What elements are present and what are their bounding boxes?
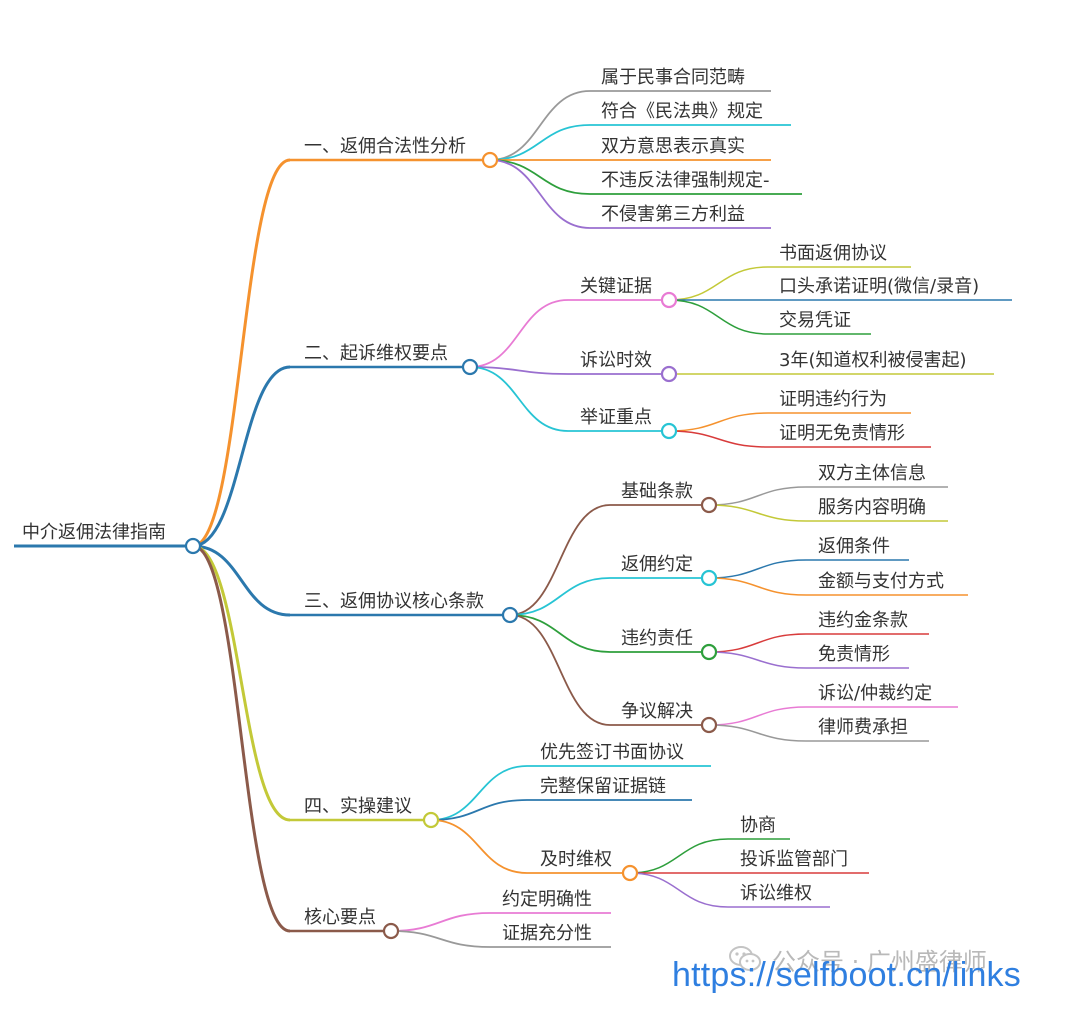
leaf-label: 书面返佣协议 <box>779 243 887 264</box>
leaf-connector <box>708 633 807 653</box>
subtopic-collapse-toggle[interactable] <box>700 643 718 661</box>
subtopic-connector <box>489 90 591 161</box>
root-node-label: 中介返佣法律指南 <box>22 522 166 543</box>
leaf-label: 口头承诺证明(微信/录音) <box>779 276 979 297</box>
leaf-connector <box>708 577 807 596</box>
leaf-label: 诉讼/仲裁约定 <box>818 683 932 704</box>
leaf-label: 符合《民法典》规定 <box>601 101 763 122</box>
leaf-connector <box>629 838 729 874</box>
subtopic-connector <box>469 366 569 432</box>
subtopic-collapse-toggle[interactable] <box>660 291 678 309</box>
subtopic-collapse-toggle[interactable] <box>660 365 678 383</box>
branch-collapse-toggle[interactable] <box>501 606 519 624</box>
subtopic-label: 诉讼时效 <box>580 350 652 371</box>
leaf-connector <box>708 724 807 742</box>
mind-map-nodes: 中介返佣法律指南 一、返佣合法性分析 属于民事合同范畴符合《民法典》规定双方意思表示… <box>22 67 979 944</box>
leaf-label: 完整保留证据链 <box>540 776 666 797</box>
watermark-text: 公众号 · 广州盛律师 <box>772 947 987 976</box>
leaf-label: 双方主体信息 <box>818 463 926 484</box>
subtopic-connector <box>509 614 611 726</box>
branch-label: 三、返佣协议核心条款 <box>304 591 484 612</box>
subtopic-collapse-toggle[interactable] <box>700 716 718 734</box>
leaf-label: 金额与支付方式 <box>818 571 944 592</box>
leaf-connector <box>629 872 729 908</box>
subtopic-label: 举证重点 <box>580 407 652 428</box>
leaf-connector <box>708 559 807 579</box>
leaf-label: 证据充分性 <box>502 923 592 944</box>
branch-collapse-toggle[interactable] <box>422 811 440 829</box>
subtopic-collapse-toggle[interactable] <box>621 864 639 882</box>
branch-collapse-toggle[interactable] <box>461 358 479 376</box>
subtopic-connector <box>390 912 491 932</box>
subtopic-connector <box>390 930 491 948</box>
leaf-label: 证明违约行为 <box>779 389 887 410</box>
subtopic-label: 争议解决 <box>621 701 693 722</box>
source-url: https://selfboot.cn/links <box>672 956 1021 994</box>
subtopic-collapse-toggle[interactable] <box>700 496 718 514</box>
branch-connector <box>192 365 291 548</box>
leaf-connector <box>668 430 769 448</box>
subtopic-connector <box>430 765 528 821</box>
leaf-label: 优先签订书面协议 <box>540 742 684 763</box>
leaf-label: 不侵害第三方利益 <box>601 204 745 225</box>
leaf-connector <box>668 412 769 432</box>
subtopic-connector <box>469 299 569 368</box>
leaf-label: 律师费承担 <box>818 717 908 738</box>
branch-label: 四、实操建议 <box>304 796 412 817</box>
leaf-connector <box>708 486 807 506</box>
mind-map-edges <box>14 90 1012 948</box>
branch-label: 核心要点 <box>304 907 376 928</box>
leaf-connector <box>668 299 769 335</box>
leaf-label: 3年(知道权利被侵害起) <box>779 350 967 371</box>
branch-connector <box>192 158 291 548</box>
subtopic-connector <box>509 504 611 616</box>
subtopic-label: 关键证据 <box>580 276 652 297</box>
root-collapse-toggle[interactable] <box>184 537 202 555</box>
wechat-icon <box>728 944 762 974</box>
branch-collapse-toggle[interactable] <box>382 922 400 940</box>
leaf-connector <box>708 651 807 669</box>
leaf-label: 约定明确性 <box>502 889 592 910</box>
leaf-label: 免责情形 <box>818 644 890 665</box>
subtopic-connector <box>509 614 611 653</box>
leaf-label: 返佣条件 <box>818 536 890 557</box>
subtopic-connector <box>489 159 591 229</box>
leaf-label: 投诉监管部门 <box>740 849 848 870</box>
branch-label: 一、返佣合法性分析 <box>304 136 466 157</box>
subtopic-collapse-toggle[interactable] <box>700 569 718 587</box>
subtopic-label: 返佣约定 <box>621 554 693 575</box>
subtopic-connector <box>489 159 591 195</box>
leaf-label: 属于民事合同范畴 <box>601 67 745 88</box>
subtopic-connector <box>509 577 611 616</box>
leaf-label: 交易凭证 <box>779 310 851 331</box>
subtopic-connector <box>430 819 528 874</box>
subtopic-collapse-toggle[interactable] <box>660 422 678 440</box>
leaf-label: 服务内容明确 <box>818 497 926 518</box>
leaf-label: 违约金条款 <box>818 610 908 631</box>
leaf-label: 诉讼维权 <box>740 883 812 904</box>
subtopic-connector <box>430 799 528 821</box>
branch-label: 二、起诉维权要点 <box>304 343 448 364</box>
leaf-label: 协商 <box>740 815 776 836</box>
watermark: 公众号 · 广州盛律师 <box>728 944 987 976</box>
branch-collapse-toggle[interactable] <box>481 151 499 169</box>
subtopic-connector <box>489 124 591 161</box>
subtopic-label: 及时维权 <box>540 849 612 870</box>
subtopic-label: 违约责任 <box>621 628 693 649</box>
branch-connector <box>192 544 291 822</box>
branch-connector <box>192 544 291 933</box>
subtopic-connector <box>469 366 569 375</box>
subtopic-label: 基础条款 <box>621 481 693 502</box>
leaf-label: 证明无免责情形 <box>779 423 905 444</box>
branch-connector <box>192 544 291 617</box>
leaf-label: 双方意思表示真实 <box>601 136 745 157</box>
leaf-label: 不违反法律强制规定- <box>601 170 770 191</box>
leaf-connector <box>708 706 807 726</box>
leaf-connector <box>668 266 769 301</box>
leaf-connector <box>708 504 807 522</box>
